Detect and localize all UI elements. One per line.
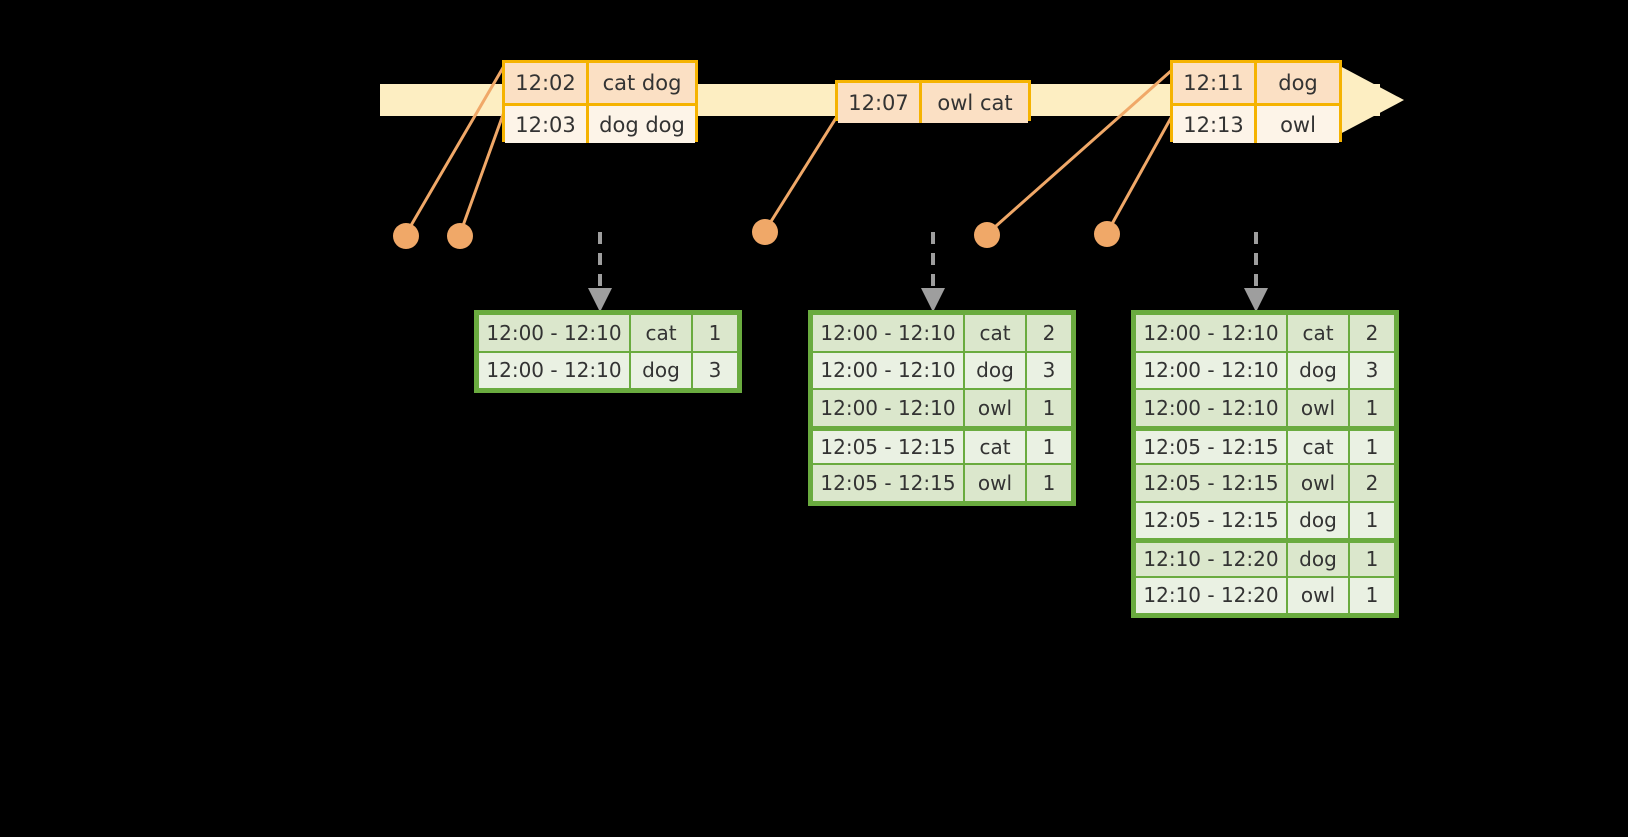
cell-window: 12:00 - 12:10 [812, 314, 964, 352]
cell-window: 12:00 - 12:10 [812, 389, 964, 427]
cell-window: 12:05 - 12:15 [1135, 501, 1287, 539]
cell-word: owl [964, 464, 1026, 502]
cell-count: 1 [1349, 542, 1395, 577]
cell-count: 3 [1026, 351, 1072, 389]
event-words: dog [1257, 63, 1339, 103]
cell-count: 1 [1026, 429, 1072, 464]
dot-1211 [974, 222, 1000, 248]
event-time: 12:03 [505, 106, 589, 143]
emit-arrow-3 [1244, 232, 1268, 312]
cell-count: 3 [692, 351, 738, 389]
cell-window: 12:00 - 12:10 [1135, 351, 1287, 389]
cell-window: 12:00 - 12:10 [1135, 314, 1287, 352]
event-words: cat dog [589, 63, 695, 103]
cell-word: dog [630, 351, 692, 389]
emit-arrow-1 [588, 232, 612, 312]
cell-count: 1 [1349, 429, 1395, 464]
cell-count: 1 [1349, 389, 1395, 427]
event-words: owl cat [922, 83, 1028, 123]
event-box-1[interactable]: 12:02 cat dog 12:03 dog dog [502, 60, 698, 143]
cell-word: cat [964, 429, 1026, 464]
event-time: 12:11 [1173, 63, 1257, 103]
cell-window: 12:05 - 12:15 [1135, 464, 1287, 502]
event-row-1211[interactable]: 12:11 dog [1173, 63, 1339, 103]
cell-word: owl [964, 389, 1026, 427]
cell-word: cat [964, 314, 1026, 352]
cell-word: dog [1287, 542, 1349, 577]
cell-count: 2 [1349, 314, 1395, 352]
cell-word: cat [1287, 429, 1349, 464]
cell-count: 1 [692, 314, 738, 352]
dot-1207 [752, 219, 778, 245]
cell-count: 3 [1349, 351, 1395, 389]
dot-1202 [393, 223, 419, 249]
event-box-2[interactable]: 12:07 owl cat [835, 80, 1031, 123]
event-row-1203[interactable]: 12:03 dog dog [505, 103, 695, 143]
emit-arrows [588, 232, 1268, 312]
cell-word: dog [1287, 501, 1349, 539]
event-row-1207[interactable]: 12:07 owl cat [838, 83, 1028, 123]
cell-window: 12:10 - 12:20 [1135, 576, 1287, 614]
event-time: 12:07 [838, 83, 922, 123]
cell-window: 12:00 - 12:10 [1135, 389, 1287, 427]
event-row-1213[interactable]: 12:13 owl [1173, 103, 1339, 143]
cell-word: owl [1287, 389, 1349, 427]
cell-count: 1 [1026, 389, 1072, 427]
event-words: dog dog [589, 106, 695, 143]
cell-count: 1 [1349, 501, 1395, 539]
cell-window: 12:00 - 12:10 [478, 314, 630, 352]
cell-window: 12:10 - 12:20 [1135, 542, 1287, 577]
event-time: 12:13 [1173, 106, 1257, 143]
cell-window: 12:00 - 12:10 [478, 351, 630, 389]
event-dots [393, 219, 1120, 249]
dot-1213 [1094, 221, 1120, 247]
cell-window: 12:05 - 12:15 [1135, 429, 1287, 464]
emit-arrow-2 [921, 232, 945, 312]
cell-window: 12:00 - 12:10 [812, 351, 964, 389]
cell-word: dog [1287, 351, 1349, 389]
cell-count: 2 [1026, 314, 1072, 352]
cell-word: dog [964, 351, 1026, 389]
cell-word: cat [630, 314, 692, 352]
event-time: 12:02 [505, 63, 589, 103]
cell-word: owl [1287, 576, 1349, 614]
cell-word: owl [1287, 464, 1349, 502]
cell-window: 12:05 - 12:15 [812, 464, 964, 502]
cell-count: 2 [1349, 464, 1395, 502]
cell-count: 1 [1026, 464, 1072, 502]
cell-count: 1 [1349, 576, 1395, 614]
cell-window: 12:05 - 12:15 [812, 429, 964, 464]
cell-word: cat [1287, 314, 1349, 352]
event-row-1202[interactable]: 12:02 cat dog [505, 63, 695, 103]
event-box-3[interactable]: 12:11 dog 12:13 owl [1170, 60, 1342, 143]
event-words: owl [1257, 106, 1339, 143]
dot-1203 [447, 223, 473, 249]
